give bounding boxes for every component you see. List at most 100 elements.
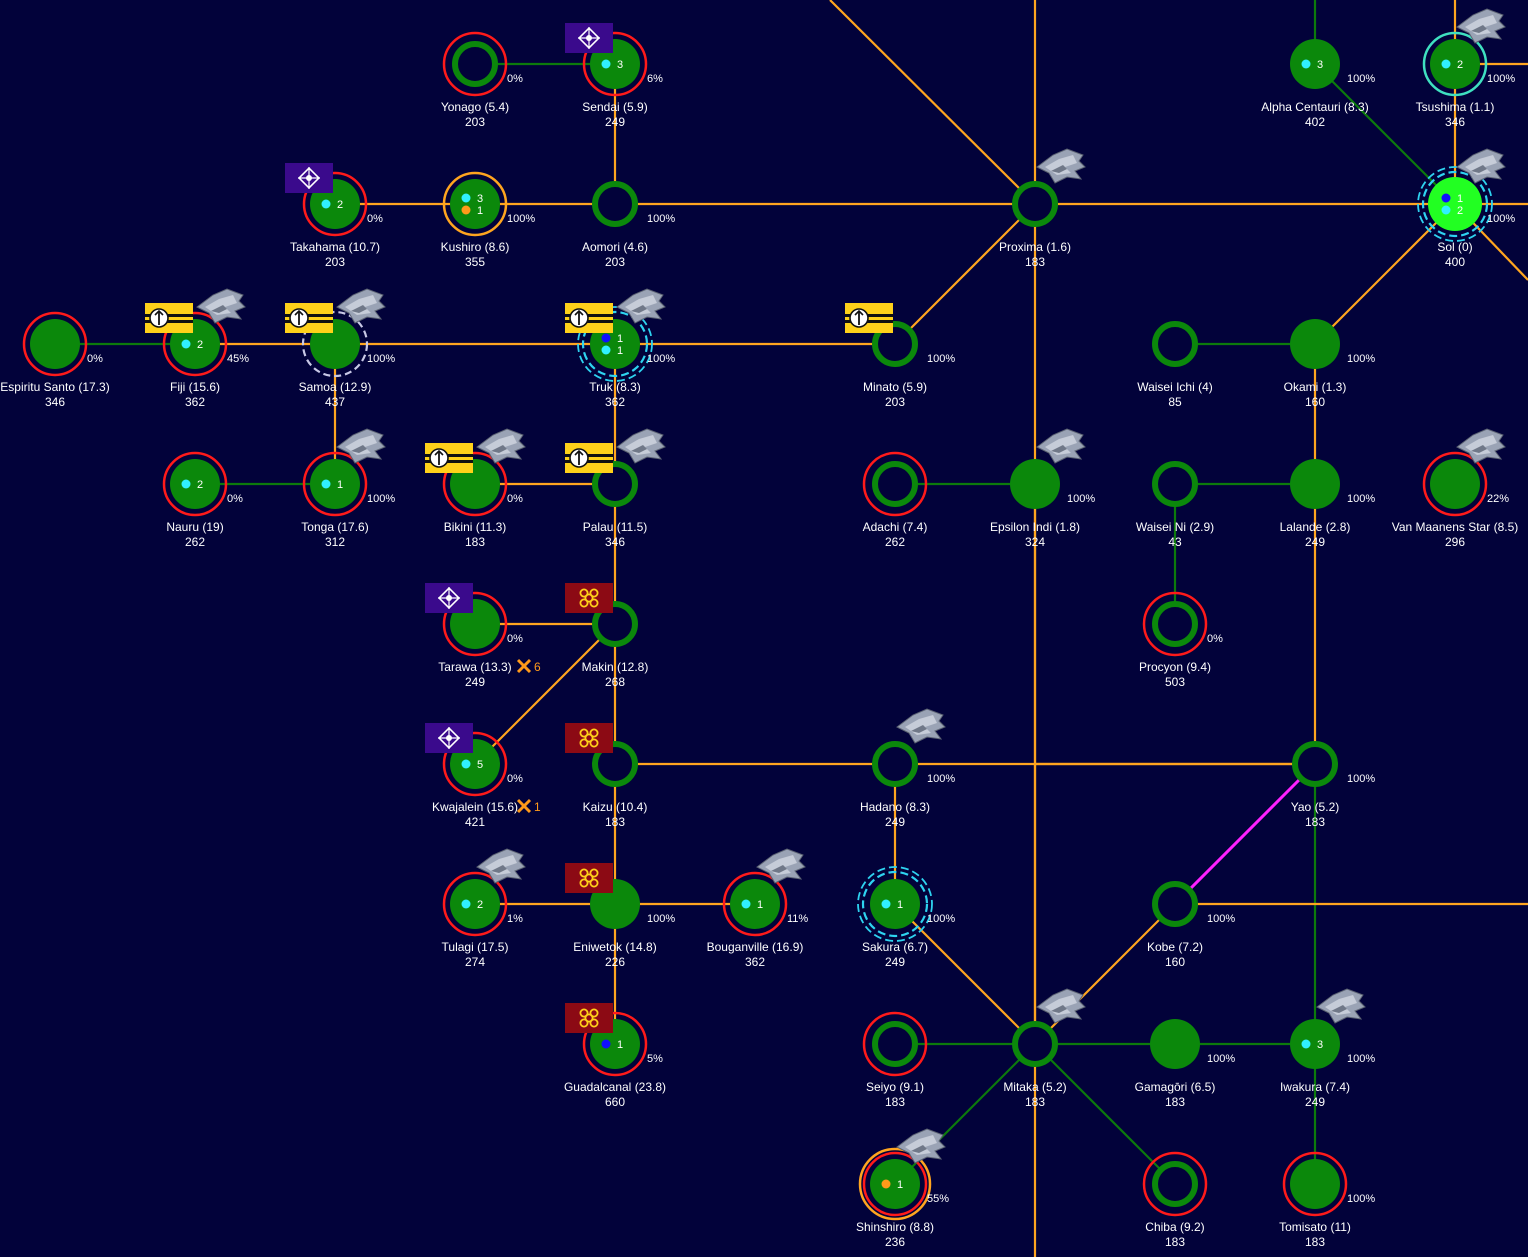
fleet-marker-icon[interactable] <box>601 59 611 69</box>
system-procyon[interactable]: 0%Procyon (9.4)503 <box>1139 591 1223 689</box>
system-yonago[interactable]: 0%Yonago (5.4)203 <box>441 31 523 129</box>
faction-flag-icon[interactable] <box>145 303 193 333</box>
faction-flag-icon[interactable] <box>565 863 613 893</box>
system-lalande[interactable]: 100%Lalande (2.8)249 <box>1280 459 1376 549</box>
faction-flag-icon[interactable] <box>285 163 333 193</box>
fleet-marker-icon[interactable] <box>461 205 471 215</box>
system-sendai[interactable]: 36%Sendai (5.9)249 <box>565 23 663 129</box>
system-tulagi[interactable]: 21%Tulagi (17.5)274 <box>442 848 526 969</box>
fleet-marker-icon[interactable] <box>461 193 471 203</box>
warship-icon[interactable] <box>756 848 806 884</box>
system-makin[interactable]: Makin (12.8)268 <box>565 583 648 689</box>
warship-icon[interactable] <box>1456 8 1506 44</box>
fleet-marker-icon[interactable] <box>461 759 471 769</box>
system-okami[interactable]: 100%Okami (1.3)160 <box>1284 319 1376 409</box>
fleet-marker-icon[interactable] <box>741 899 751 909</box>
faction-flag-icon[interactable] <box>425 583 473 613</box>
system-population: 660 <box>605 1095 625 1109</box>
system-name: Palau <box>583 520 614 534</box>
system-eniwetok[interactable]: 100%Eniwetok (14.8)226 <box>565 863 675 969</box>
warship-icon[interactable] <box>1036 148 1086 184</box>
fleet-marker-icon[interactable] <box>1441 205 1451 215</box>
fleet-marker-icon[interactable] <box>601 333 611 343</box>
system-palau[interactable]: Palau (11.5)346 <box>565 428 666 549</box>
warship-icon[interactable] <box>336 428 386 464</box>
warship-icon[interactable] <box>196 288 246 324</box>
faction-flag-icon[interactable] <box>565 443 613 473</box>
system-epsilon[interactable]: 100%Epsilon Indi (1.8)324 <box>990 428 1095 549</box>
system-samoa[interactable]: 100%Samoa (12.9)437 <box>285 288 395 409</box>
faction-flag-icon[interactable] <box>285 303 333 333</box>
system-tomisato[interactable]: 100%Tomisato (11)183 <box>1279 1151 1375 1249</box>
warship-icon[interactable] <box>476 428 526 464</box>
system-kobe[interactable]: 100%Kobe (7.2)160 <box>1147 881 1235 969</box>
system-shinshiro[interactable]: 155%Shinshiro (8.8)236 <box>856 1128 949 1249</box>
warship-icon[interactable] <box>476 848 526 884</box>
system-minato[interactable]: 100%Minato (5.9)203 <box>845 303 955 409</box>
system-takahama[interactable]: 20%Takahama (10.7)203 <box>285 163 383 269</box>
system-seiyo[interactable]: Seiyo (9.1)183 <box>862 1011 928 1109</box>
faction-flag-icon[interactable] <box>565 23 613 53</box>
fleet-marker-icon[interactable] <box>181 479 191 489</box>
system-yao[interactable]: 100%Yao (5.2)183 <box>1291 741 1376 829</box>
fleet-marker-icon[interactable] <box>601 1039 611 1049</box>
system-guadalcanal[interactable]: 15%Guadalcanal (23.8)660 <box>564 1003 666 1109</box>
system-gamagori[interactable]: 100%Gamagōri (6.5)183 <box>1135 1019 1236 1109</box>
warship-icon[interactable] <box>896 1128 946 1164</box>
system-adachi[interactable]: Adachi (7.4)262 <box>863 451 928 549</box>
fleet-marker-icon[interactable] <box>321 479 331 489</box>
faction-flag-icon[interactable] <box>565 723 613 753</box>
warship-icon[interactable] <box>616 288 666 324</box>
system-kaizu[interactable]: Kaizu (10.4)183 <box>565 723 647 829</box>
warship-icon[interactable] <box>896 708 946 744</box>
fleet-marker-icon[interactable] <box>181 339 191 349</box>
fleet-marker-icon[interactable] <box>1441 193 1451 203</box>
fleet-marker-icon[interactable] <box>1441 59 1451 69</box>
fleet-marker-icon[interactable] <box>601 345 611 355</box>
system-chiba[interactable]: Chiba (9.2)183 <box>1142 1151 1208 1249</box>
fleet-marker-icon[interactable] <box>1301 1039 1311 1049</box>
system-waiseini[interactable]: Waisei Ni (2.9)43 <box>1136 461 1214 549</box>
system-bikini[interactable]: 0%Bikini (11.3)183 <box>425 428 526 549</box>
fleet-marker-icon[interactable] <box>321 199 331 209</box>
faction-flag-icon[interactable] <box>425 723 473 753</box>
system-fiji[interactable]: 245%Fiji (15.6)362 <box>145 288 249 409</box>
warship-icon[interactable] <box>1036 428 1086 464</box>
warship-icon[interactable] <box>1316 988 1366 1024</box>
warship-icon[interactable] <box>1456 148 1506 184</box>
system-bouganville[interactable]: 111%Bouganville (16.9)362 <box>707 848 809 969</box>
system-proxima[interactable]: Proxima (1.6)183 <box>999 148 1086 269</box>
fleet-marker-icon[interactable] <box>1301 59 1311 69</box>
system-vanmaanen[interactable]: 22%Van Maanens Star (8.5)296 <box>1392 428 1519 549</box>
warship-icon[interactable] <box>616 428 666 464</box>
system-waiseiichi[interactable]: Waisei Ichi (4)85 <box>1137 321 1213 409</box>
system-espiritu[interactable]: 0%Espiritu Santo (17.3)346 <box>0 311 110 409</box>
faction-flag-icon[interactable] <box>565 583 613 613</box>
warship-icon[interactable] <box>1036 988 1086 1024</box>
faction-flag-icon[interactable] <box>425 443 473 473</box>
warship-icon[interactable] <box>1456 428 1506 464</box>
faction-flag-icon[interactable] <box>565 303 613 333</box>
system-nauru[interactable]: 20%Nauru (19)262 <box>162 451 243 549</box>
system-hadano[interactable]: 100%Hadano (8.3)249 <box>860 708 955 829</box>
system-population: 503 <box>1165 675 1185 689</box>
faction-flag-icon[interactable] <box>565 1003 613 1033</box>
faction-flag-icon[interactable] <box>845 303 893 333</box>
warship-icon[interactable] <box>336 288 386 324</box>
fleet-marker-icon[interactable] <box>881 899 891 909</box>
fleet-marker-icon[interactable] <box>461 899 471 909</box>
system-aomori[interactable]: 100%Aomori (4.6)203 <box>582 181 675 269</box>
system-mitaka[interactable]: Mitaka (5.2)183 <box>1003 988 1086 1109</box>
fleet-marker-icon[interactable] <box>881 1179 891 1189</box>
